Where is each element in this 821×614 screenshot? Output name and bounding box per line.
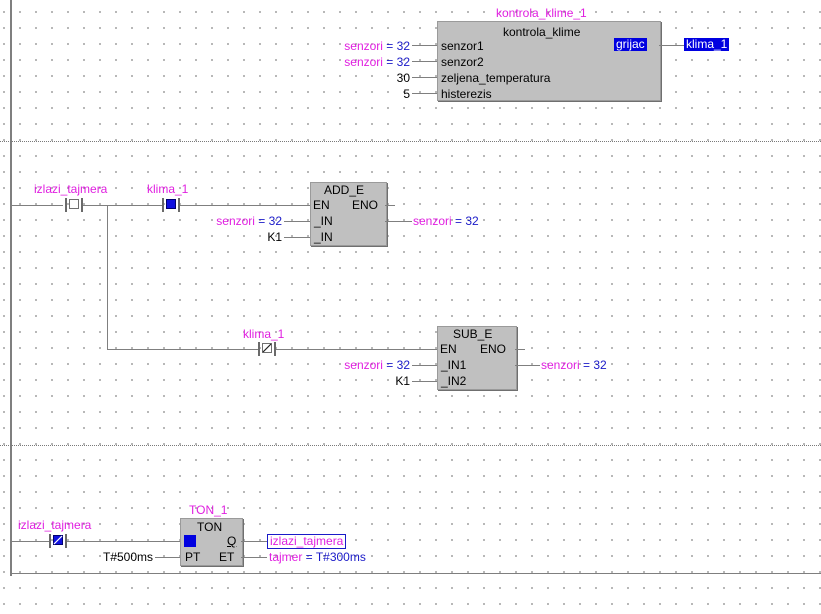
wire (659, 45, 684, 46)
ton-q-output-var[interactable]: izlazi_tajmera (267, 534, 347, 549)
sub-e-input-senzori[interactable]: senzori = 32 (344, 358, 410, 372)
contact-klima-1-negated[interactable] (258, 342, 276, 356)
pin-senzor1: senzor1 (441, 39, 484, 53)
ton-pin-pt: PT (185, 550, 201, 564)
add-e-block[interactable] (310, 182, 387, 246)
pin-zeljena-temperatura: zeljena_temperatura (441, 71, 551, 85)
wire (412, 93, 437, 94)
add-e-output-senzori[interactable]: senzori = 32 (413, 214, 479, 228)
wire (11, 205, 63, 206)
wire (385, 221, 412, 222)
kontrola-klime-block[interactable] (437, 21, 661, 101)
ton-pt-const[interactable]: T#500ms (102, 550, 153, 564)
sub-e-pin-in1: _IN1 (441, 358, 467, 372)
add-e-pin-in2: _IN (314, 230, 333, 244)
wire (107, 349, 258, 350)
add-e-pin-in1: _IN (314, 214, 333, 228)
contact-izlazi-tajmera-3-label: izlazi_tajmera (18, 518, 92, 532)
wire (385, 205, 395, 206)
negation-slash-icon (262, 343, 272, 353)
sub-e-pin-en: EN (440, 342, 457, 356)
wire (83, 205, 162, 206)
negation-slash-icon (53, 535, 63, 545)
wire (515, 365, 540, 366)
sub-e-input-k1[interactable]: K1 (395, 374, 410, 388)
wire (241, 541, 267, 542)
fb-instance-name: kontrola_klime_1 (496, 6, 587, 20)
sub-e-pin-eno: ENO (480, 342, 507, 356)
input-histerezis-const[interactable]: 5 (403, 87, 410, 101)
wire (180, 205, 310, 206)
ton-et-output-var[interactable]: tajmer = T#300ms (269, 550, 366, 564)
contact-izlazi-tajmera-negated[interactable] (49, 534, 67, 548)
add-e-pin-en: EN (313, 198, 330, 212)
ton-instance-name: TON_1 (189, 503, 228, 517)
sub-e-pin-in2: _IN2 (441, 374, 467, 388)
add-e-type: ADD_E (324, 183, 365, 197)
power-rail (10, 0, 12, 576)
add-e-input-k1[interactable]: K1 (267, 230, 282, 244)
wire (276, 349, 437, 350)
rung-separator (0, 141, 821, 142)
wire (412, 61, 437, 62)
wire (412, 365, 437, 366)
input-senzor1-var[interactable]: senzori = 32 (344, 39, 410, 53)
contact-izlazi-tajmera[interactable] (65, 198, 83, 212)
pin-senzor2: senzor2 (441, 55, 484, 69)
sub-e-type: SUB_E (453, 327, 493, 341)
rung-separator (0, 445, 821, 446)
pin-grijac-active: grijac (614, 37, 647, 51)
contact-klima-1-label: klima_1 (147, 182, 189, 196)
wire (11, 541, 49, 542)
ton-in-active (184, 535, 196, 547)
input-zeljena-const[interactable]: 30 (396, 71, 410, 85)
ton-pin-q: Q (227, 534, 237, 548)
contact-klima-1-negated-label: klima_1 (243, 327, 285, 341)
sub-e-output-senzori[interactable]: senzori = 32 (541, 358, 607, 372)
input-senzor2-var[interactable]: senzori = 32 (344, 55, 410, 69)
ton-type: TON (197, 520, 223, 534)
wire (412, 381, 437, 382)
fb-type-label: kontrola_klime (503, 25, 581, 39)
output-klima-1-var[interactable]: klima_1 (684, 37, 730, 51)
add-e-input-senzori[interactable]: senzori = 32 (216, 214, 282, 228)
pin-histerezis: histerezis (441, 87, 492, 101)
ton-pin-et: ET (219, 550, 235, 564)
wire (412, 77, 437, 78)
contact-izlazi-tajmera-label: izlazi_tajmera (34, 182, 108, 196)
wire (284, 237, 310, 238)
wire (241, 557, 267, 558)
wire (155, 557, 180, 558)
wire (515, 349, 525, 350)
wire (412, 45, 437, 46)
bottom-line (10, 573, 821, 574)
wire (67, 541, 180, 542)
contact-klima-1[interactable] (162, 198, 180, 212)
sub-e-block[interactable] (437, 326, 517, 390)
branch-wire (107, 205, 108, 349)
wire (284, 221, 310, 222)
add-e-pin-eno: ENO (352, 198, 379, 212)
